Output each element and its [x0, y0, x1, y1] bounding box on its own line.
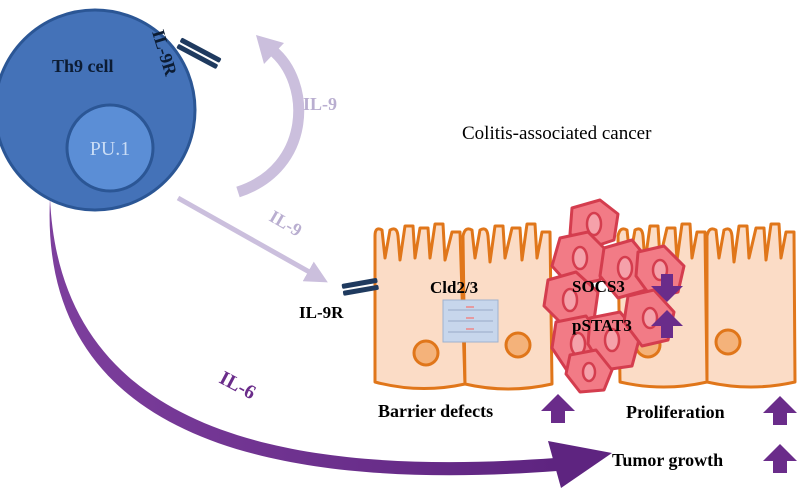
il9-autocrine-label: IL-9 [303, 94, 337, 114]
epithelial-cell-nucleus [714, 328, 742, 356]
pstat3-label: pSTAT3 [572, 316, 632, 335]
th9-cell [0, 8, 197, 212]
claudin-junction-box [442, 299, 499, 343]
tumor-cluster [542, 198, 686, 394]
pu1-label: PU.1 [90, 138, 131, 160]
epithelial-cell-nucleus [504, 331, 532, 359]
proliferation-label: Proliferation [626, 402, 725, 422]
epithelial-il9r-receptor [341, 278, 379, 296]
th9-il9r-receptor [176, 37, 222, 69]
socs3-label: SOCS3 [572, 277, 625, 296]
epithelial-cell-nucleus [412, 339, 440, 367]
il9-paracrine-arrow [176, 195, 328, 283]
epithelial-il9r-label: IL-9R [299, 303, 344, 322]
tumor-growth-label: Tumor growth [612, 450, 723, 470]
il6-label: IL-6 [216, 367, 260, 404]
diagram-title: Colitis-associated cancer [462, 123, 652, 144]
epithelium [373, 222, 797, 391]
pstat3-up-arrow-icon [651, 310, 683, 338]
pu1-nucleus [65, 103, 155, 193]
proliferation-up-arrow-icon [763, 396, 797, 425]
epithelial-cell [373, 222, 467, 390]
th9-cell-label: Th9 cell [52, 56, 114, 76]
il9-autocrine-arrow [236, 35, 305, 198]
socs3-down-arrow-icon [651, 274, 683, 302]
claudin-label: Cld2/3 [430, 278, 478, 297]
il9-paracrine-label: IL-9 [266, 206, 305, 240]
il6-arrow [49, 198, 612, 488]
barrier-up-arrow-icon [541, 394, 575, 423]
epithelial-cell [705, 222, 797, 389]
barrier-defects-label: Barrier defects [378, 401, 493, 421]
tumor-growth-up-arrow-icon [763, 444, 797, 473]
